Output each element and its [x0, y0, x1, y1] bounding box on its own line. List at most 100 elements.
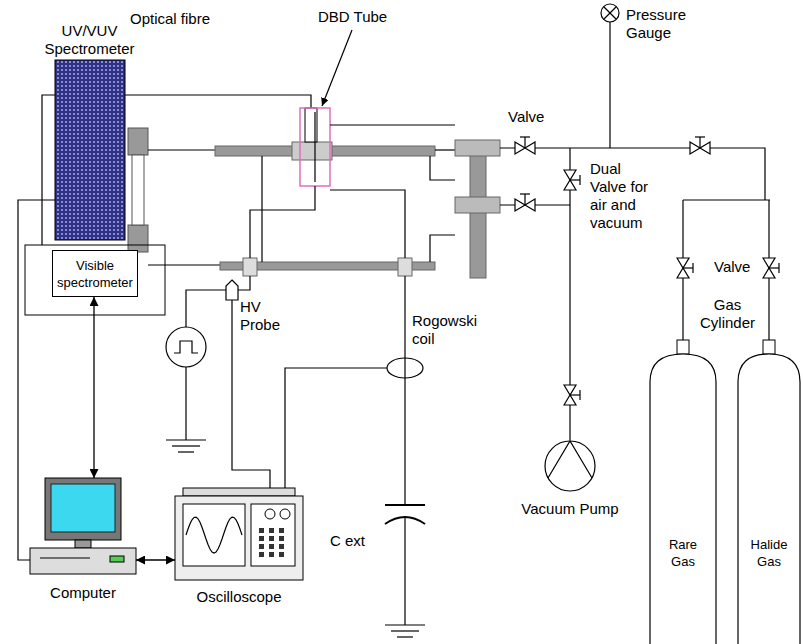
dbd-tube [300, 108, 330, 186]
monitor [45, 478, 121, 540]
part-label: Valve [508, 108, 558, 126]
valve-stem [524, 137, 525, 148]
gas-cylinder: Halide Gas [738, 340, 800, 644]
ground-symbol [391, 630, 419, 631]
label-text: Valve [714, 258, 750, 275]
drive-slot [40, 557, 90, 558]
chamber-wall [430, 235, 455, 262]
computer-icon-shape [30, 478, 136, 576]
capacitor-plate [385, 504, 425, 506]
part-label: Pressure Gauge [626, 6, 698, 42]
ground-symbol [385, 624, 425, 625]
current-wire [404, 276, 405, 505]
scope-key [279, 544, 284, 549]
chamber-wall [430, 156, 455, 180]
valve-stem [570, 179, 580, 180]
double-arrow [93, 297, 94, 478]
gauge-cross [604, 7, 616, 19]
fibre-feedthrough [292, 142, 332, 160]
gauge-pipe [609, 22, 610, 148]
hv-probe [226, 280, 238, 300]
rogowski-coil [387, 358, 423, 378]
node-text: Halide Gas [747, 536, 791, 570]
gas-inlet-line [330, 124, 455, 125]
scope-key [279, 536, 284, 541]
scope-key [269, 528, 274, 533]
part-label: Gas Cylinder [690, 296, 765, 332]
cylinder-neck [677, 340, 689, 354]
valve-symbol [763, 258, 779, 278]
label-text: DBD Tube [318, 8, 387, 25]
pressure-gauge [601, 4, 619, 22]
valve-symbol [564, 170, 580, 190]
part-label: Valve [714, 258, 758, 276]
ground-symbol [166, 439, 206, 440]
uv-vuv-spectrometer [55, 60, 125, 240]
cylinder-body [650, 354, 716, 644]
computer-icon: Computer [30, 478, 136, 601]
valve-stem [683, 267, 693, 268]
valve-handle [520, 193, 530, 194]
scope-key [259, 552, 264, 557]
ground-symbol [178, 451, 194, 452]
label-text: Gas Cylinder [700, 296, 755, 331]
vacuum-pump: Vacuum Pump [535, 440, 605, 517]
label-text: Pressure Gauge [626, 6, 686, 41]
spectrometer-housing [25, 245, 165, 315]
label-text: Rogowski coil [412, 312, 477, 347]
ground-wire [404, 517, 405, 625]
part-label: Optical fibre [130, 10, 240, 28]
valve-handle [579, 390, 580, 400]
gas-pipe [683, 199, 770, 200]
node-text: Computer [10, 584, 156, 601]
hv-lead [250, 186, 315, 258]
pulse-source [166, 327, 206, 367]
cylinder-neck [763, 340, 775, 354]
scope-key [259, 544, 264, 549]
valve-stem [699, 137, 700, 148]
valve-handle [695, 136, 705, 137]
spectrometer-box: Visible spectrometer [52, 250, 138, 297]
scope-key [279, 528, 284, 533]
node-text: Vacuum Pump [515, 500, 625, 517]
valve-stem [524, 194, 525, 205]
valve-symbol [690, 137, 710, 154]
gauge-cross [604, 7, 616, 19]
part-label: C ext [330, 532, 380, 550]
waveform [186, 517, 242, 553]
chamber-wall [435, 149, 455, 150]
valve-symbol [515, 137, 535, 154]
ground-symbol [172, 445, 200, 446]
valve-stem [570, 394, 580, 395]
valve-handle [520, 136, 530, 137]
label-text: C ext [330, 532, 365, 549]
cylinder-body [738, 354, 800, 644]
oscilloscope-icon: Oscilloscope [175, 488, 303, 605]
leader-line [322, 30, 352, 106]
valve-stem [769, 267, 779, 268]
oscilloscope-icon-shape [175, 488, 303, 580]
feedthrough [398, 258, 412, 276]
input-jack [280, 509, 290, 519]
vacuum-pump-shape [535, 440, 605, 492]
scope-key [279, 552, 284, 557]
coil-cable [285, 368, 387, 509]
node-text: Visible spectrometer [56, 257, 134, 291]
part-label: DBD Tube [318, 8, 408, 26]
screen [51, 484, 115, 532]
double-arrow [136, 559, 175, 560]
inner-electrode [314, 112, 315, 182]
node-text: Oscilloscope [155, 588, 323, 605]
spectrometer-window [132, 155, 144, 225]
ground-lead [330, 190, 405, 258]
power-button [110, 556, 124, 562]
ground-symbol [397, 636, 413, 637]
stand [75, 540, 91, 548]
label-text: Valve [508, 108, 544, 125]
valve-symbol [515, 194, 535, 211]
gas-cylinder-shape [738, 340, 800, 644]
chamber-wall [148, 149, 215, 150]
part-label: Dual Valve for air and vacuum [590, 160, 658, 232]
part-label: Rogowski coil [412, 312, 484, 348]
valve-handle [778, 263, 779, 273]
